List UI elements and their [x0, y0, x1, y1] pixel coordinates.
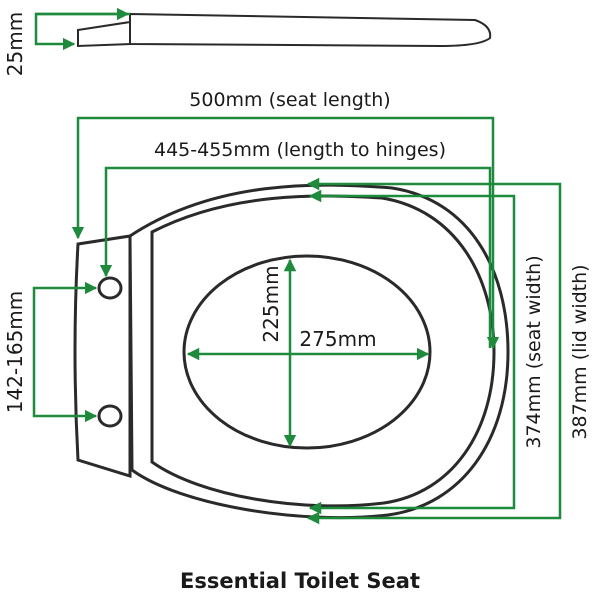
seat-width-label: 374mm (seat width)	[523, 255, 545, 448]
hinge-hole-bottom	[97, 404, 123, 428]
seat-opening	[182, 254, 432, 450]
hinge-length-label: 445-455mm (length to hinges)	[154, 139, 446, 161]
seat-length-label: 500mm (seat length)	[189, 89, 390, 111]
hinge-length-dim-line	[99, 166, 492, 348]
thickness-label: 25mm	[3, 12, 27, 76]
hinge-spacing-label: 142-165mm	[3, 291, 27, 414]
hinge-bar	[73, 234, 132, 479]
hinge-spacing-dim-line	[32, 281, 98, 423]
lid-width-label: 387mm (lid width)	[569, 264, 591, 439]
diagram-caption: Essential Toilet Seat	[180, 569, 420, 593]
side-view-lid	[129, 12, 492, 48]
seat-length-dim-line	[71, 116, 500, 350]
top-view	[73, 183, 510, 520]
side-view-hinge	[77, 20, 131, 48]
seat-width-dim-line	[308, 189, 516, 515]
dimension-lines	[32, 7, 562, 525]
lid-width-dim-line	[306, 177, 562, 525]
hinge-hole-top	[97, 276, 123, 300]
opening-width-label: 275mm	[299, 327, 376, 351]
opening-height-label: 225mm	[259, 265, 283, 342]
side-view	[77, 12, 492, 48]
